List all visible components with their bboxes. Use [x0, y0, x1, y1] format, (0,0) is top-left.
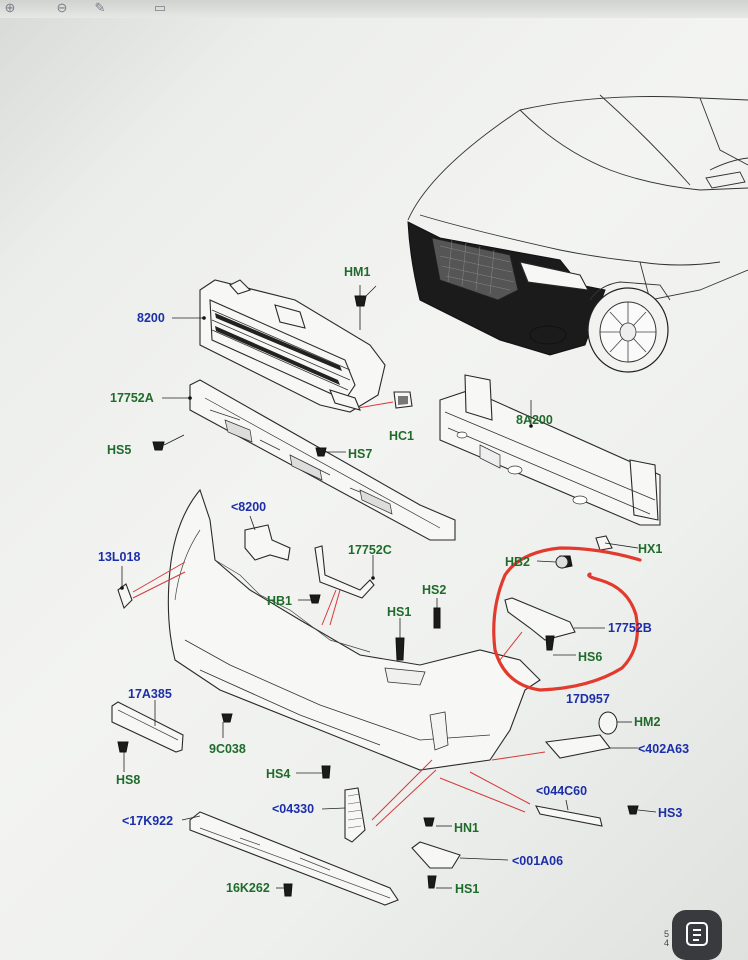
label-13l018[interactable]: 13L018 — [98, 550, 140, 564]
label-9c038[interactable]: 9C038 — [209, 742, 246, 756]
leader-lines — [120, 285, 657, 889]
label-lt402a63[interactable]: <402A63 — [638, 742, 689, 756]
corner-text-line1: 5 — [664, 929, 670, 939]
part-bracket-lt8200[interactable] — [244, 524, 291, 561]
label-hb1[interactable]: HB1 — [267, 594, 292, 608]
viewer-toolbar: ⊕ ⊖ ✎ ▭ — [0, 0, 748, 18]
label-lt001a06[interactable]: <001A06 — [512, 854, 563, 868]
label-hm2[interactable]: HM2 — [634, 715, 660, 729]
part-trim-lt001a06[interactable] — [411, 841, 461, 869]
label-hs5[interactable]: HS5 — [107, 443, 131, 457]
label-17752c[interactable]: 17752C — [348, 543, 392, 557]
part-bracket-17752a[interactable] — [189, 379, 456, 541]
label-hx1[interactable]: HX1 — [638, 542, 662, 556]
zoom-out-icon[interactable]: ⊖ — [56, 0, 68, 15]
label-8200[interactable]: 8200 — [137, 311, 165, 325]
label-hs4[interactable]: HS4 — [266, 767, 290, 781]
part-sensor-hm2[interactable] — [544, 711, 618, 759]
label-lt044c60[interactable]: <044C60 — [536, 784, 587, 798]
scan-button[interactable] — [672, 910, 722, 960]
zoom-in-icon[interactable]: ⊕ — [4, 0, 16, 15]
part-undertray-16k262[interactable] — [189, 811, 399, 906]
scan-icon — [686, 922, 708, 946]
label-hs3[interactable]: HS3 — [658, 806, 682, 820]
fasteners — [117, 434, 639, 897]
label-hc1[interactable]: HC1 — [389, 429, 414, 443]
label-17752a[interactable]: 17752A — [110, 391, 154, 405]
part-clip-hc1[interactable] — [357, 391, 413, 409]
label-lt04330[interactable]: <04330 — [272, 802, 314, 816]
part-plate-17a385[interactable] — [111, 701, 184, 753]
label-hb2[interactable]: HB2 — [505, 555, 530, 569]
part-bracket-17752b[interactable] — [504, 535, 613, 641]
corner-text: 5 4 — [664, 930, 669, 948]
label-hs8[interactable]: HS8 — [116, 773, 140, 787]
label-hs6[interactable]: HS6 — [578, 650, 602, 664]
corner-text-line2: 4 — [664, 938, 670, 948]
part-sensor-13l018[interactable] — [117, 561, 186, 610]
label-8a200[interactable]: 8A200 — [516, 413, 553, 427]
label-hs2[interactable]: HS2 — [422, 583, 446, 597]
label-hm1[interactable]: HM1 — [344, 265, 370, 279]
part-grill-lt04330[interactable] — [344, 759, 437, 843]
label-17a385[interactable]: 17A385 — [128, 687, 172, 701]
part-beam-8a200[interactable] — [439, 374, 661, 526]
document-icon[interactable]: ▭ — [153, 0, 167, 15]
label-hn1[interactable]: HN1 — [454, 821, 479, 835]
label-hs7[interactable]: HS7 — [348, 447, 372, 461]
label-hs1-bottom[interactable]: HS1 — [455, 882, 479, 896]
part-trim-17d957[interactable] — [499, 631, 523, 661]
part-grille-8200[interactable] — [199, 279, 386, 413]
part-clip-hm1[interactable] — [354, 285, 367, 330]
pencil-icon[interactable]: ✎ — [94, 0, 106, 15]
label-lt17k922[interactable]: <17K922 — [122, 814, 173, 828]
red-annotation — [492, 546, 642, 692]
part-bracket-17752c[interactable] — [314, 545, 375, 626]
part-strip-lt044c60[interactable] — [439, 751, 603, 827]
vehicle-illustration — [407, 94, 748, 373]
label-hs1-top[interactable]: HS1 — [387, 605, 411, 619]
label-17d957[interactable]: 17D957 — [566, 692, 610, 706]
part-bumper-cover[interactable] — [167, 488, 541, 771]
label-17752b[interactable]: 17752B — [608, 621, 652, 635]
callout-labels: HM1 8200 17752A HC1 HS5 HS7 8A200 <8200 … — [98, 265, 689, 896]
label-lt8200[interactable]: <8200 — [231, 500, 266, 514]
label-16k262[interactable]: 16K262 — [226, 881, 270, 895]
